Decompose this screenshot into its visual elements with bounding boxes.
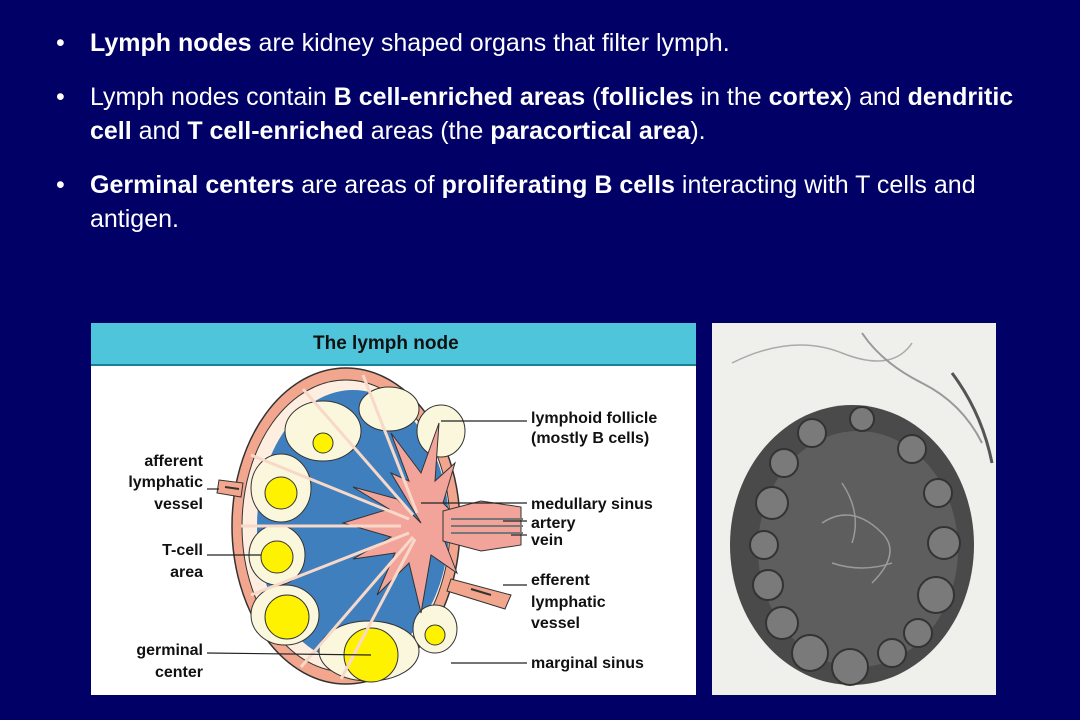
follicle (416, 404, 466, 458)
bullet-text: Lymph nodes are kidney shaped organs tha… (90, 26, 1046, 60)
germinal-center (312, 432, 334, 454)
germinal-center (264, 594, 310, 640)
label-mostly-b-cells: (mostly B cells) (531, 430, 649, 447)
label-medullary-sinus: medullary sinus (531, 496, 653, 513)
bullet-emphasis: follicles (600, 83, 694, 111)
label-germinal: germinal (136, 642, 203, 659)
medulla (341, 422, 460, 614)
label-afferent-lymphatic: lymphatic (128, 474, 203, 491)
lymph-node-diagram: The lymph node (91, 323, 696, 695)
bullet-span: Lymph nodes contain (90, 83, 334, 111)
bullet-span: and (131, 117, 188, 145)
label-afferent: afferent (144, 453, 203, 470)
label-tcell: T-cell (162, 542, 203, 559)
bullet-span: ) and (843, 83, 908, 111)
tissue-strand (861, 332, 983, 444)
bullet-emphasis: cortex (768, 83, 844, 111)
left-labels: afferent lymphatic vessel T-cell area ge… (128, 453, 203, 681)
bullet-item: • Germinal centers are areas of prolifera… (56, 168, 1046, 236)
leader-lines (206, 420, 527, 664)
label-artery: artery (531, 515, 576, 532)
label-marginal-sinus: marginal sinus (531, 655, 644, 672)
tissue-strand (731, 342, 913, 364)
bullet-item: • Lymph nodes are kidney shaped organs th… (56, 26, 1046, 60)
hilum-vessels (451, 518, 523, 534)
bullet-item: • Lymph nodes contain B cell-enriched are… (56, 80, 1046, 148)
bullet-text: Germinal centers are areas of proliferat… (90, 168, 1046, 236)
bullet-dot: • (56, 29, 65, 57)
follicle (358, 386, 420, 432)
label-vein: vein (531, 532, 563, 549)
lymph-node-micrograph (712, 323, 996, 695)
bullet-emphasis: paracortical area (490, 117, 691, 145)
diagram-title: The lymph node (313, 333, 459, 354)
bullet-span: are areas of (294, 171, 442, 199)
node-inner (758, 431, 958, 667)
diagram-title-bar (91, 323, 696, 365)
bullet-dot: • (56, 171, 65, 199)
bullet-span: ( (585, 83, 601, 111)
bullet-text: Lymph nodes contain B cell-enriched area… (90, 80, 1046, 148)
bullet-emphasis: B cell-enriched areas (333, 83, 586, 111)
bullet-emphasis: Germinal centers (90, 171, 295, 199)
follicle (284, 400, 362, 462)
efferent-vessel (446, 578, 512, 610)
bullet-span: interacting with T cells and antigen. (90, 171, 976, 233)
micrograph-svg (712, 323, 996, 695)
bullet-span: are kidney shaped organs that filter lym… (251, 29, 730, 57)
bullet-emphasis: proliferating B cells (441, 171, 675, 199)
label-lymphoid-follicle: lymphoid follicle (531, 410, 657, 427)
bullet-span: in the (693, 83, 769, 111)
label-afferent-vessel: vessel (154, 496, 203, 513)
bullet-span: areas (the (363, 117, 491, 145)
bullet-dot: • (56, 83, 65, 111)
bullet-emphasis: dendritic cell (90, 83, 1014, 145)
efferent-arrow (470, 588, 492, 596)
label-tcell-area: area (170, 564, 203, 581)
label-germinal-center: center (155, 664, 203, 681)
bullet-list: • Lymph nodes are kidney shaped organs th… (56, 26, 1046, 256)
label-efferent: efferent (531, 572, 590, 589)
micro-follicles (749, 406, 961, 686)
lymph-node-diagram-svg: The lymph node (91, 323, 696, 685)
germinal-center (264, 476, 298, 510)
germinal-center (260, 540, 294, 574)
afferent-arrow (224, 486, 240, 490)
label-efferent-lymphatic: lymphatic (531, 594, 606, 611)
right-labels: lymphoid follicle (mostly B cells) medul… (531, 410, 657, 672)
bullet-emphasis: T cell-enriched (187, 117, 364, 145)
bullet-span: ). (690, 117, 706, 145)
micro-sinuses (821, 482, 893, 584)
bullet-emphasis: Lymph nodes (90, 29, 252, 57)
label-efferent-vessel: vessel (531, 615, 580, 632)
germinal-center (424, 624, 446, 646)
tissue-strand (950, 372, 994, 464)
trabeculae (241, 374, 419, 680)
